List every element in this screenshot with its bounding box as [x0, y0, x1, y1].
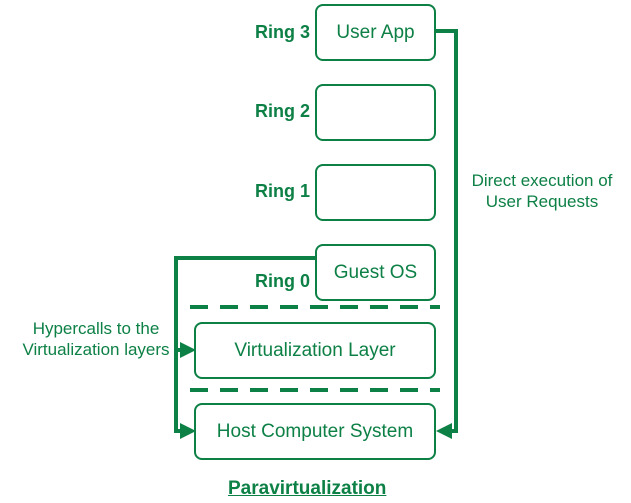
ring-label-0: Ring 0 — [254, 271, 310, 291]
layer-box-host-computer-system-text: Host Computer System — [216, 420, 414, 442]
layer-box-host-computer-system[interactable]: Host Computer System — [194, 403, 436, 460]
direct-execution-path — [436, 29, 458, 433]
diagram-caption: Paravirtualization — [228, 478, 387, 499]
annotation-direct-execution: Direct execution of User Requests — [471, 171, 613, 212]
ring-box-guest-os[interactable]: Guest OS — [315, 244, 436, 301]
ring-label-2: Ring 2 — [254, 101, 310, 121]
ring-box-user-app-text: User App — [336, 21, 415, 43]
ring-box-guest-os-text: Guest OS — [333, 261, 418, 283]
layer-box-virtualization-layer[interactable]: Virtualization Layer — [194, 322, 436, 379]
ring-box-ring1[interactable] — [315, 164, 436, 221]
direct-execution-arrowhead — [436, 423, 452, 439]
ring-label-1: Ring 1 — [254, 181, 310, 201]
ring-box-user-app[interactable]: User App — [315, 4, 436, 61]
annotation-hypercalls: Hypercalls to the Virtualization layers — [22, 319, 170, 360]
ring-label-3: Ring 3 — [254, 22, 310, 42]
ring-box-ring2[interactable] — [315, 84, 436, 141]
layer-box-virtualization-layer-text: Virtualization Layer — [234, 339, 396, 361]
